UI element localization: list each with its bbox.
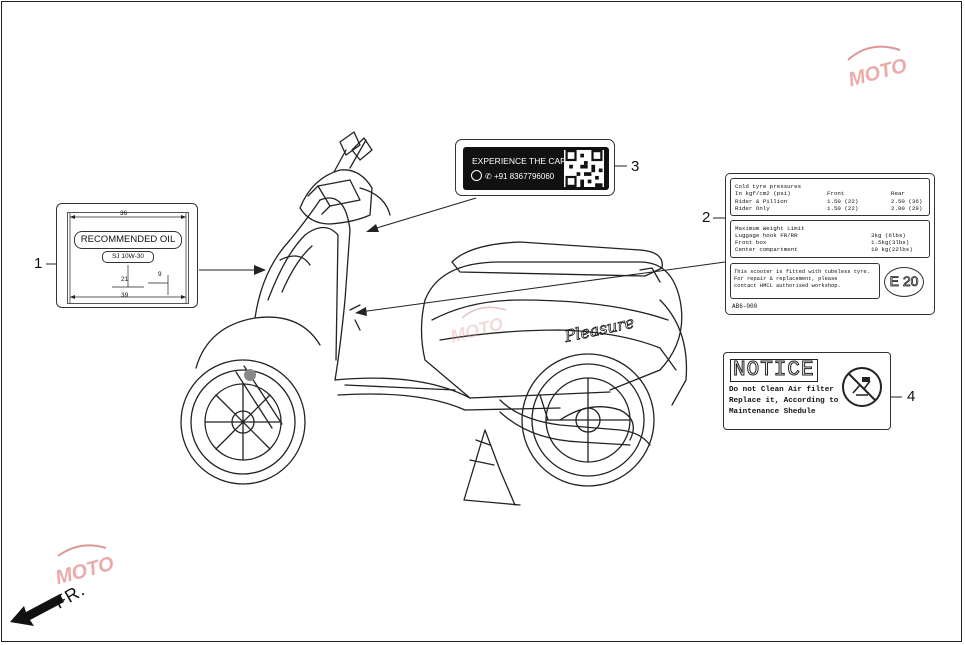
- row1-rear: 2.50 (36): [891, 198, 923, 205]
- weight-title: Maximum Weight Limit: [735, 225, 805, 232]
- tyre-weight-label: Cold tyre pressures In kgf/cm2 (psi) Fro…: [725, 173, 935, 315]
- tubeless-line-1: This scooter is fitted with tubeless tyr…: [734, 269, 870, 275]
- oil-label-title: RECOMMENDED OIL: [74, 231, 182, 249]
- tubeless-line-3: contact HMCL authorised workshop.: [734, 283, 841, 289]
- care-label-phone: ✆ +91 8367796060: [485, 172, 554, 181]
- col-rear: Rear: [891, 190, 905, 197]
- tyre-pressure-panel: Cold tyre pressures In kgf/cm2 (psi) Fro…: [730, 178, 930, 216]
- e20-text: E 20: [889, 273, 919, 290]
- model-script: Pleasure: [562, 313, 636, 346]
- w1-label: Luggage hook FR/RR: [735, 232, 798, 239]
- dim-total: 39: [121, 292, 129, 299]
- rear-wheel: [521, 353, 655, 487]
- tyre-title: Cold tyre pressures: [735, 183, 802, 190]
- row1-front: 1.50 (22): [827, 198, 859, 205]
- tubeless-panel: This scooter is fitted with tubeless tyr…: [730, 263, 880, 299]
- row2-front: 1.50 (22): [827, 205, 859, 212]
- dim-mid: 21: [121, 276, 129, 283]
- w3-label: Center compartment: [735, 246, 798, 253]
- w3-value: 10 kg(22lbs): [871, 246, 913, 253]
- row1-label: Rider & Pillion: [735, 198, 788, 205]
- weight-limit-panel: Maximum Weight Limit Luggage hook FR/RR …: [730, 220, 930, 258]
- callout-1: 1: [34, 255, 43, 272]
- no-cleaning-icon: [842, 367, 882, 407]
- oil-grade: SJ 10W-30: [102, 251, 154, 263]
- notice-line-3: Maintenance Shedule: [729, 408, 816, 416]
- qr-code: [564, 150, 604, 187]
- whatsapp-icon: [471, 170, 482, 181]
- front-wheel: [180, 359, 306, 485]
- w1-value: 3kg (6lbs): [871, 232, 906, 239]
- row2-rear: 2.00 (29): [891, 205, 923, 212]
- care-label-title: EXPERIENCE THE CARE: [472, 156, 572, 166]
- col-front: Front: [827, 190, 845, 197]
- oil-label-inner: RECOMMENDED OIL SJ 10W-30 36 21 9: [67, 210, 189, 304]
- notice-heading: NOTICE: [730, 359, 818, 382]
- recommended-oil-label: RECOMMENDED OIL SJ 10W-30 36 21 9: [56, 203, 198, 308]
- tyre-unit: In kgf/cm2 (psi): [735, 190, 791, 197]
- experience-care-label: EXPERIENCE THE CARE ✆ +91 8367796060: [455, 139, 615, 196]
- notice-line-1: Do not Clean Air filter: [729, 386, 834, 394]
- row2-label: Rider Only: [735, 205, 770, 212]
- w2-value: 1.5kg(3lbs): [871, 239, 910, 246]
- e20-badge: E 20: [884, 267, 924, 297]
- phone-icon: ✆: [485, 172, 492, 181]
- notice-label: NOTICE Do not Clean Air filter Replace i…: [723, 352, 891, 430]
- callout-2: 2: [702, 209, 711, 226]
- notice-line-2: Replace it, According to: [729, 397, 839, 405]
- callout-3: 3: [631, 158, 640, 175]
- watermark-logo: [57, 45, 901, 557]
- w2-label: Front box: [735, 239, 767, 246]
- label-code: AB6-000: [732, 303, 758, 310]
- dimension-lines: [69, 213, 187, 303]
- care-phone-number: +91 8367796060: [493, 172, 555, 181]
- care-label-panel: EXPERIENCE THE CARE ✆ +91 8367796060: [463, 147, 609, 190]
- dim-right: 9: [158, 271, 162, 278]
- dim-width: 36: [120, 210, 128, 217]
- front-direction-arrow: [10, 594, 64, 626]
- callout-4: 4: [907, 388, 916, 405]
- tubeless-line-2: For repair & replacement, please: [734, 276, 838, 282]
